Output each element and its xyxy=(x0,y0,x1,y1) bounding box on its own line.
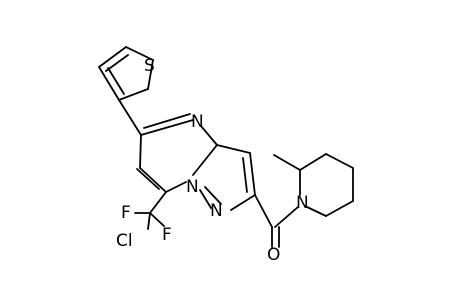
bond xyxy=(274,206,299,228)
bond xyxy=(204,186,222,205)
atom-label-f-left: F xyxy=(121,203,131,223)
bond xyxy=(325,200,354,217)
bond xyxy=(200,125,218,146)
bond xyxy=(306,206,327,217)
bond xyxy=(242,157,248,193)
bond xyxy=(273,154,301,171)
bond xyxy=(118,99,142,136)
bond xyxy=(299,153,327,171)
bond xyxy=(199,189,212,209)
bond xyxy=(147,212,151,230)
atom-label-n-piperidine: N xyxy=(296,193,309,213)
atom-label-n-pyrazole: N xyxy=(210,201,223,221)
bond xyxy=(230,194,256,211)
piperidine-ring xyxy=(273,153,354,217)
chlorodifluoromethyl-group xyxy=(134,191,167,230)
atom-label-f-right: F xyxy=(162,225,172,245)
bond xyxy=(143,113,191,129)
atom-label-cl: Cl xyxy=(116,231,133,251)
bond xyxy=(147,59,154,90)
bond xyxy=(125,46,154,61)
bond xyxy=(105,54,129,72)
bond xyxy=(254,194,273,228)
bond xyxy=(136,168,160,190)
pyrimidine-ring xyxy=(136,113,218,193)
bond xyxy=(216,144,251,154)
bond xyxy=(140,119,194,136)
bond xyxy=(149,212,165,227)
bond xyxy=(139,167,167,193)
atom-label-n-ring: N xyxy=(191,112,204,132)
atom-label-o: O xyxy=(267,245,280,265)
bond xyxy=(325,153,354,169)
bond xyxy=(165,181,187,193)
amide-group xyxy=(254,194,299,248)
atom-label-s: S xyxy=(144,56,155,76)
bond xyxy=(98,46,127,68)
bond xyxy=(249,152,256,196)
bond xyxy=(107,67,125,95)
atom-label-n-bridge: N xyxy=(186,177,199,197)
thiophene-ring xyxy=(98,46,154,101)
bond xyxy=(149,191,167,214)
bond xyxy=(192,144,218,176)
bond xyxy=(118,88,149,101)
bond xyxy=(139,134,142,169)
pyrazole-ring xyxy=(199,144,256,211)
atom-labels: S N N N N O F F Cl xyxy=(116,56,309,265)
bond xyxy=(98,66,120,101)
